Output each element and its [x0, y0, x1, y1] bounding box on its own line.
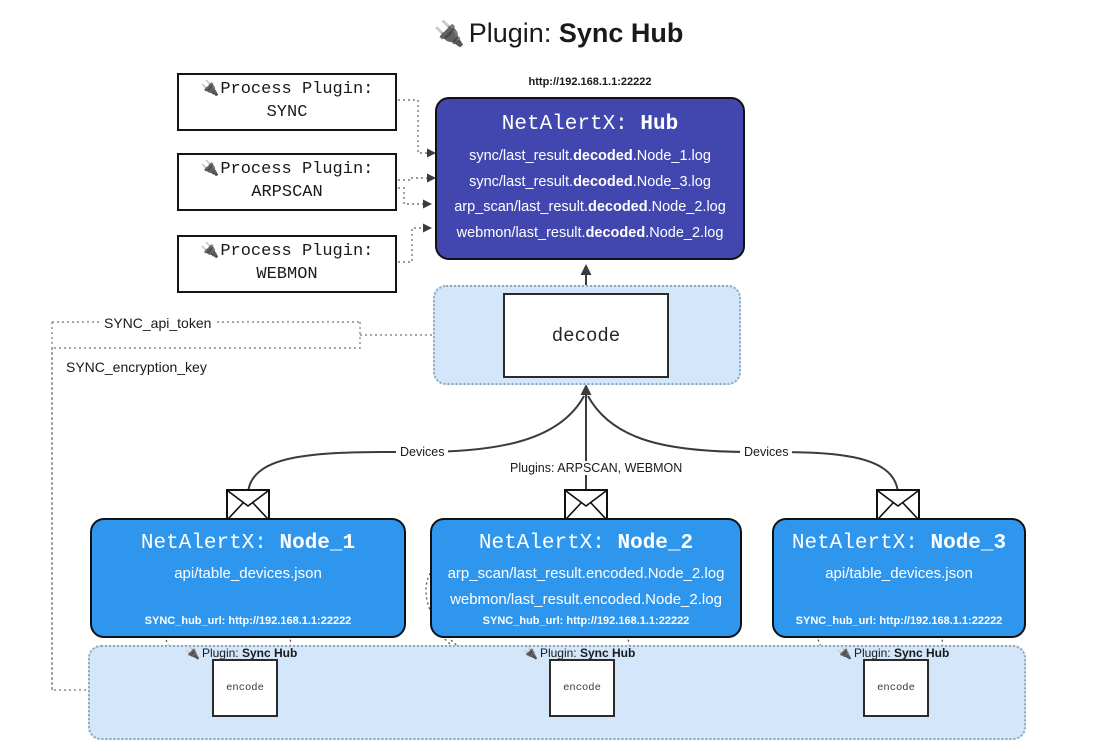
plug-icon: 🔌 — [433, 20, 465, 48]
encode-caption-prefix: Plugin: — [853, 646, 891, 660]
encode-caption-name: Sync Hub — [580, 646, 636, 660]
node-3[interactable]: NetAlertX: Node_3 api/table_devices.json… — [772, 518, 1026, 638]
node-title-prefix: NetAlertX: — [791, 532, 918, 555]
hub-url: http://192.168.1.1:22222 — [528, 76, 652, 88]
plug-icon: 🔌 — [200, 81, 220, 99]
node-title: NetAlertX: Node_2 — [432, 532, 740, 555]
encode-caption-prefix: Plugin: — [201, 646, 239, 660]
process-plugin-label: Process Plugin: — [220, 80, 374, 100]
node-title-name: Node_3 — [930, 532, 1007, 555]
encode-caption-prefix: Plugin: — [539, 646, 577, 660]
node-title-prefix: NetAlertX: — [140, 532, 267, 555]
edge-label-devices-right: Devices — [740, 445, 793, 459]
plug-icon: 🔌 — [200, 161, 220, 179]
node-1[interactable]: NetAlertX: Node_1 api/table_devices.json… — [90, 518, 406, 638]
hub-log-list: sync/last_result.decoded.Node_1.log sync… — [437, 149, 743, 240]
process-plugin-name: WEBMON — [256, 265, 318, 284]
node-line: api/table_devices.json — [174, 565, 322, 582]
plug-icon: 🔌 — [523, 646, 538, 660]
plug-icon: 🔌 — [837, 646, 852, 660]
page-title-name: Sync Hub — [558, 18, 684, 48]
encode-caption-1: 🔌 Plugin: Sync Hub — [185, 646, 297, 660]
encode-box-1[interactable]: encode — [212, 659, 278, 717]
process-plugin-name: SYNC — [266, 103, 308, 122]
sync-encryption-key-label: SYNC_encryption_key — [62, 359, 211, 375]
node-line-list: api/table_devices.json — [774, 565, 1024, 582]
node-title: NetAlertX: Node_3 — [774, 532, 1024, 555]
page-title: 🔌Plugin: Sync Hub — [0, 18, 1117, 49]
envelope-icon — [226, 489, 270, 521]
node-2[interactable]: NetAlertX: Node_2 arp_scan/last_result.e… — [430, 518, 742, 638]
encode-caption-name: Sync Hub — [894, 646, 950, 660]
hub-log-item: arp_scan/last_result.decoded.Node_2.log — [454, 199, 726, 215]
node-title-name: Node_1 — [279, 532, 356, 555]
node-title-name: Node_2 — [617, 532, 694, 555]
hub-title-name: Hub — [640, 113, 679, 136]
encode-box-3[interactable]: encode — [863, 659, 929, 717]
node-footer: SYNC_hub_url: http://192.168.1.1:22222 — [795, 615, 1003, 627]
encode-caption-3: 🔌 Plugin: Sync Hub — [837, 646, 949, 660]
hub-title: NetAlertX: Hub — [437, 113, 743, 136]
process-plugin-arpscan[interactable]: 🔌 Process Plugin: ARPSCAN — [177, 153, 397, 211]
plug-icon: 🔌 — [200, 243, 220, 261]
hub-log-item: sync/last_result.decoded.Node_3.log — [469, 173, 711, 190]
node-footer: SYNC_hub_url: http://192.168.1.1:22222 — [144, 615, 352, 627]
envelope-icon — [564, 489, 608, 521]
encode-caption-name: Sync Hub — [242, 646, 298, 660]
process-plugin-sync[interactable]: 🔌 Process Plugin: SYNC — [177, 73, 397, 131]
hub-log-item: sync/last_result.decoded.Node_1.log — [469, 148, 711, 164]
encode-box-2[interactable]: encode — [549, 659, 615, 717]
hub-log-item: webmon/last_result.decoded.Node_2.log — [456, 224, 724, 241]
process-plugin-label: Process Plugin: — [220, 160, 374, 180]
node-title-prefix: NetAlertX: — [478, 532, 605, 555]
node-line: webmon/last_result.encoded.Node_2.log — [450, 591, 722, 608]
node-line: arp_scan/last_result.encoded.Node_2.log — [447, 565, 725, 582]
encode-caption-2: 🔌 Plugin: Sync Hub — [523, 646, 635, 660]
envelope-icon — [876, 489, 920, 521]
process-plugin-label: Process Plugin: — [220, 242, 374, 262]
edge-label-plugins-center: Plugins: ARPSCAN, WEBMON — [506, 461, 687, 475]
node-title: NetAlertX: Node_1 — [92, 532, 404, 555]
sync-api-token-label: SYNC_api_token — [100, 315, 216, 331]
decode-box[interactable]: decode — [503, 293, 669, 378]
hub-node[interactable]: NetAlertX: Hub sync/last_result.decoded.… — [435, 97, 745, 260]
edge-label-devices-left: Devices — [396, 445, 449, 459]
node-line: api/table_devices.json — [825, 565, 973, 582]
node-footer: SYNC_hub_url: http://192.168.1.1:22222 — [482, 615, 690, 627]
process-plugin-webmon[interactable]: 🔌 Process Plugin: WEBMON — [177, 235, 397, 293]
page-title-prefix: Plugin: — [468, 18, 552, 48]
hub-title-prefix: NetAlertX: — [501, 113, 628, 136]
node-line-list: arp_scan/last_result.encoded.Node_2.log … — [432, 565, 740, 608]
process-plugin-name: ARPSCAN — [251, 183, 323, 202]
plug-icon: 🔌 — [185, 646, 200, 660]
node-line-list: api/table_devices.json — [92, 565, 404, 582]
